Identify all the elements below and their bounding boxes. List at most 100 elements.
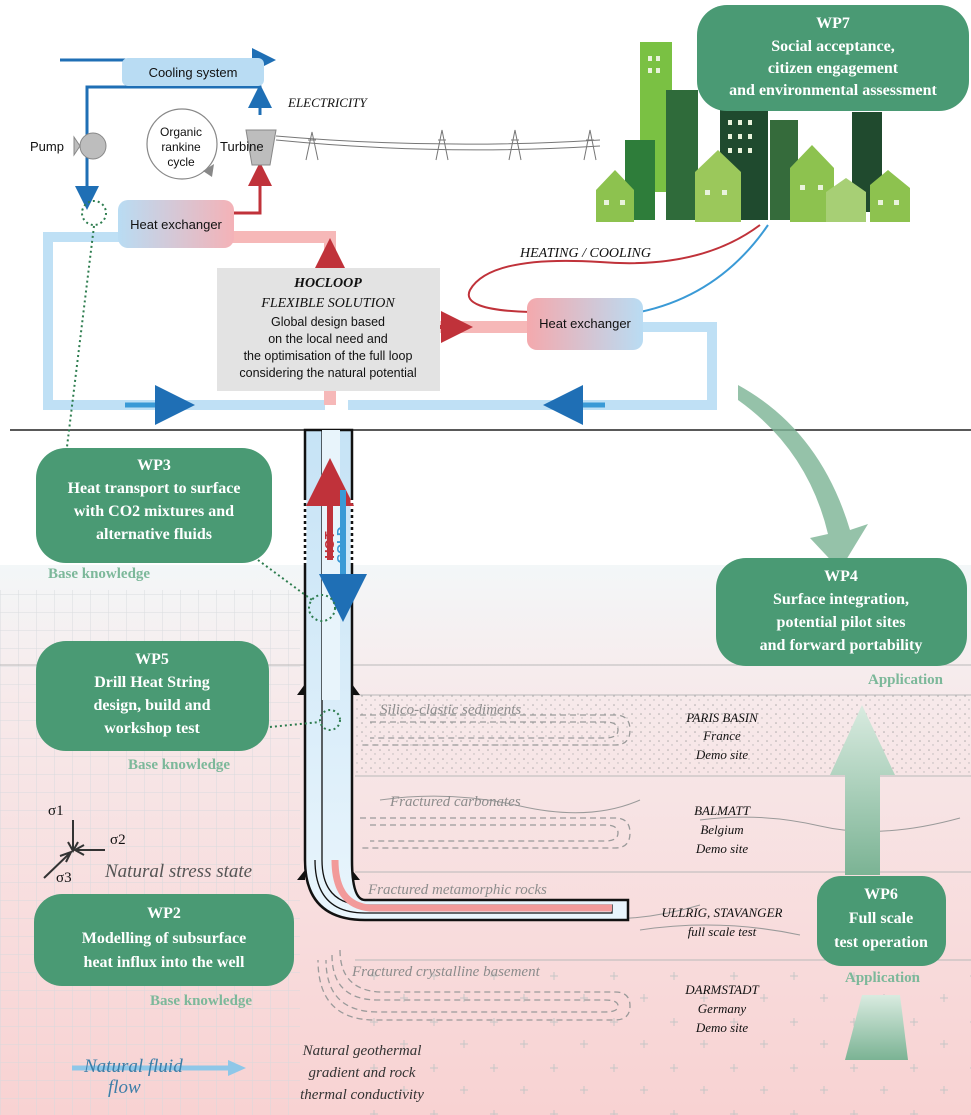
district-heat-exchanger-label: Heat exchanger — [539, 316, 631, 331]
orc-cycle-circle — [146, 108, 218, 180]
sigma-2-label: σ2 — [110, 832, 126, 848]
wp3-title: WP3 — [137, 457, 171, 474]
wp5-box: WP5 Drill Heat String design, build and … — [36, 641, 269, 751]
wp7-to-wp4-arrow — [738, 385, 868, 570]
horizontal-hot-section — [331, 859, 612, 912]
site-2-type: Demo site — [695, 841, 749, 856]
fluid-flow-line-1: Natural fluid — [83, 1056, 183, 1077]
wp5-title: WP5 — [135, 651, 169, 668]
site-2-country: Belgium — [700, 822, 743, 837]
wp3-line-1: Heat transport to surface — [68, 480, 241, 497]
site-3-name: ULLRIG, STAVANGER — [662, 905, 783, 920]
hocloop-title: HOCLOOP — [293, 276, 362, 291]
casing-shoe-2 — [297, 870, 360, 880]
layer-1-name: Silico-clastic sediments — [380, 702, 521, 718]
wp6-tag: Application — [845, 970, 921, 986]
pump-label: Pump — [30, 139, 64, 154]
wp6-to-wp4-arrow — [830, 705, 895, 875]
site-1-type: Demo site — [695, 747, 749, 762]
cooling-line — [639, 224, 769, 313]
sigma-1-label: σ1 — [48, 803, 64, 819]
hocloop-subtitle: FLEXIBLE SOLUTION — [260, 296, 395, 311]
casing-shoe-1 — [297, 684, 360, 695]
stress-axes — [43, 820, 105, 879]
pump-outlet-icon — [73, 135, 81, 157]
orc-heat-exchanger-label: Heat exchanger — [130, 217, 222, 232]
wp3-box: WP3 Heat transport to surface with CO2 m… — [36, 448, 272, 563]
site-labels: PARIS BASIN France Demo site BALMATT Bel… — [662, 710, 783, 1035]
layer-4-name: Fractured crystalline basement — [351, 964, 541, 980]
wp3-callout-circle — [81, 200, 107, 226]
wp6-title: WP6 — [864, 886, 898, 903]
city-illustration — [596, 42, 910, 222]
gradient-line-3: thermal conductivity — [300, 1087, 424, 1103]
wp3-tag: Base knowledge — [48, 566, 150, 582]
hocloop-line-1: Global design based — [271, 315, 385, 329]
site-3-type: full scale test — [688, 924, 757, 939]
electricity-label: ELECTRICITY — [287, 95, 369, 110]
hocloop-box — [217, 268, 440, 391]
wp5-tag: Base knowledge — [128, 757, 230, 773]
gradient-line-1: Natural geothermal — [302, 1043, 422, 1059]
heating-line — [467, 224, 761, 313]
wp4-box: WP4 Surface integration, potential pilot… — [716, 558, 967, 666]
cooling-system-label: Cooling system — [149, 65, 238, 80]
sigma-3-label: σ3 — [56, 870, 72, 886]
site-4-name: DARMSTADT — [684, 982, 759, 997]
wp7-box: WP7 Social acceptance, citizen engagemen… — [697, 5, 969, 111]
hocloop-line-4: considering the natural potential — [239, 366, 416, 380]
orc-cycle-arrowhead — [203, 164, 214, 177]
wp5-callout-line — [259, 721, 321, 729]
district-heat-exchanger — [527, 298, 643, 350]
pump-icon — [79, 132, 107, 160]
orc-heat-exchanger — [118, 200, 234, 248]
site-4-country: Germany — [698, 1001, 747, 1016]
wp6-line-1: Full scale — [849, 910, 913, 927]
hot-label: HOT — [322, 531, 337, 559]
wp2-line-2: heat influx into the well — [84, 954, 245, 971]
wp6-line-2: test operation — [834, 934, 928, 951]
hocloop-line-2: on the local need and — [268, 332, 388, 346]
bottom-up-arrow — [845, 995, 908, 1060]
layer-2-name: Fractured carbonates — [389, 794, 521, 810]
surface-pipe-right — [348, 322, 717, 410]
wp4-tag: Application — [868, 672, 944, 688]
orc-label-2: rankine — [161, 140, 201, 154]
wp7-line-2: citizen engagement — [768, 60, 899, 77]
heating-cooling-label: HEATING / COOLING — [519, 246, 651, 261]
cold-label: COLD — [334, 527, 349, 564]
orc-hot-line — [232, 162, 272, 215]
turbine-icon — [245, 129, 277, 166]
natural-stress-label: Natural stress state — [104, 861, 252, 882]
wp4-title: WP4 — [824, 568, 858, 585]
layer-3-name: Fractured metamorphic rocks — [367, 882, 547, 898]
wp5-line-3: workshop test — [104, 720, 200, 737]
wp6-box: WP6 Full scale test operation — [817, 876, 946, 966]
wp2-tag: Base knowledge — [150, 993, 252, 1009]
wp5-line-1: Drill Heat String — [94, 674, 210, 691]
wp7-title: WP7 — [816, 15, 850, 32]
wp3-well-callout-line — [257, 559, 313, 601]
wp3-callout-line — [65, 225, 95, 456]
turbine-label: Turbine — [220, 139, 264, 154]
wp3-line-2: with CO2 mixtures and — [74, 503, 234, 520]
wp4-line-2: potential pilot sites — [777, 614, 906, 631]
wp7-line-1: Social acceptance, — [771, 38, 895, 55]
orc-label-1: Organic — [160, 125, 202, 139]
site-2-name: BALMATT — [694, 803, 751, 818]
lateral-branches — [317, 714, 631, 1021]
wp2-title: WP2 — [147, 905, 181, 922]
wp2-box: WP2 Modelling of subsurface heat influx … — [34, 894, 294, 986]
site-1-country: France — [702, 728, 741, 743]
wp2-line-1: Modelling of subsurface — [82, 930, 246, 947]
site-4-type: Demo site — [695, 1020, 749, 1035]
cooling-system-box — [122, 58, 264, 86]
wp7-line-3: and environmental assessment — [729, 82, 937, 99]
hocloop-line-3: the optimisation of the full loop — [244, 349, 413, 363]
gradient-line-2: gradient and rock — [309, 1065, 416, 1081]
fluid-flow-arrowhead — [228, 1060, 246, 1076]
fluid-flow-line-2: flow — [108, 1077, 141, 1098]
wp5-well-circle — [319, 709, 341, 731]
